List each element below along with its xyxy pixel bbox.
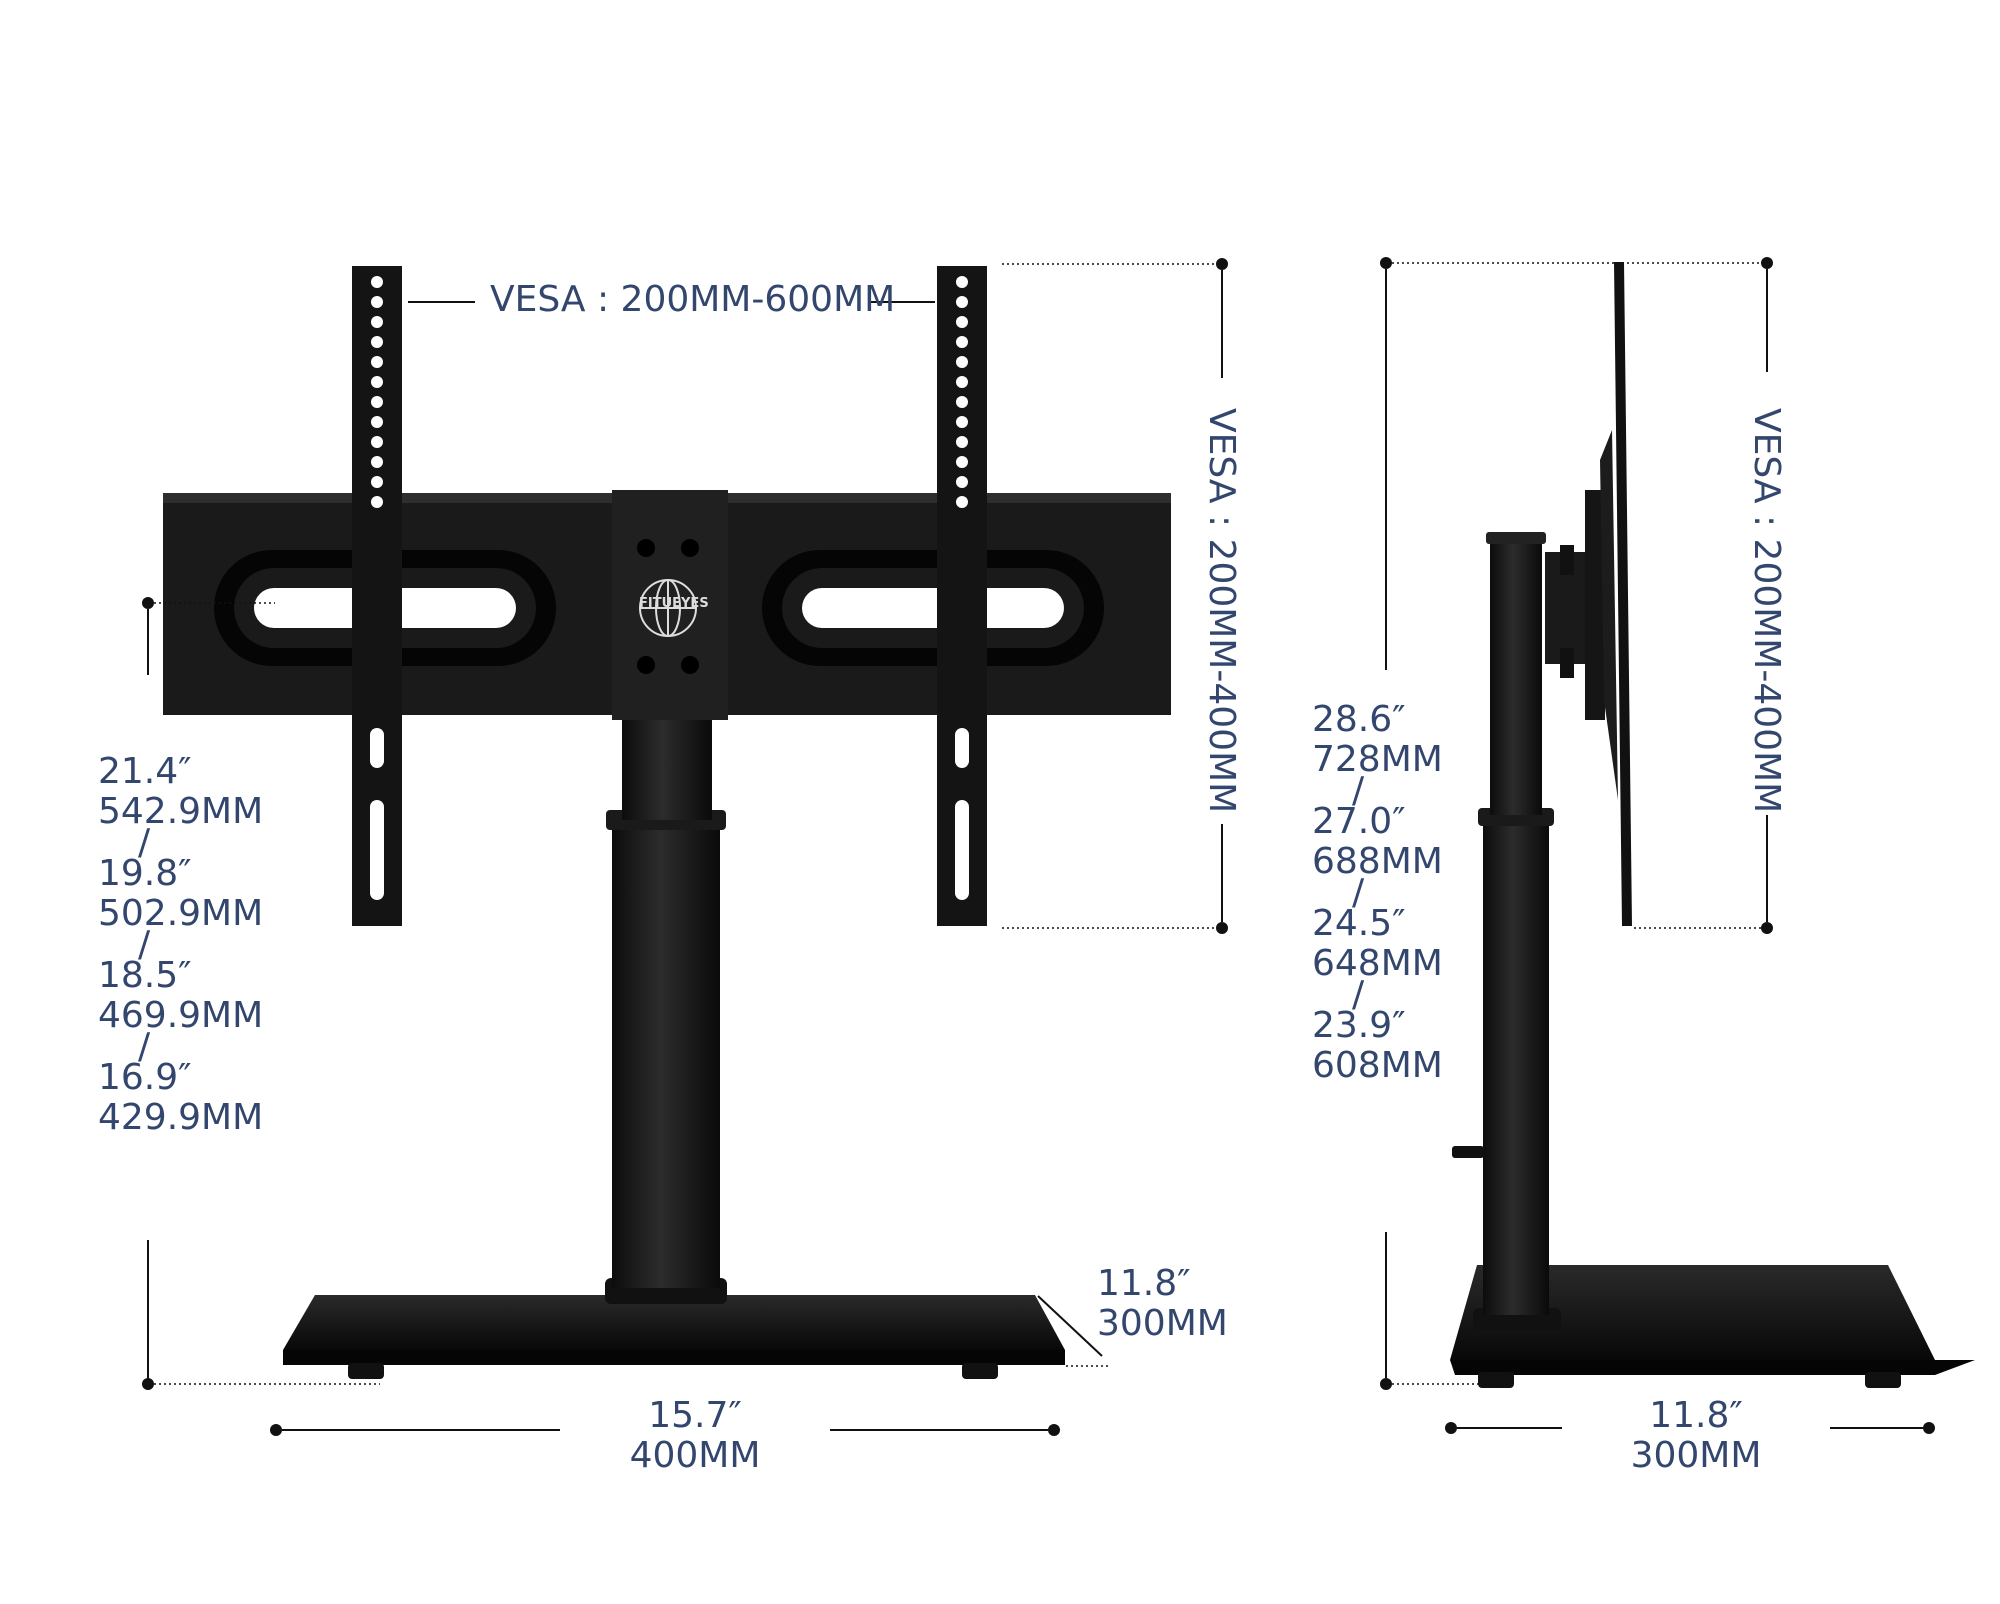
brand-logo: FITUEYES <box>639 596 709 611</box>
side-dimension-lines <box>1380 257 1935 1434</box>
front-height-value: 542.9MM <box>98 791 264 832</box>
mounting-hole <box>371 296 383 308</box>
mounting-hole <box>956 476 968 488</box>
mounting-hole <box>956 496 968 508</box>
front-dimension-lines <box>142 258 1228 1436</box>
front-glass-base <box>283 1295 1065 1379</box>
mounting-hole <box>956 296 968 308</box>
horizontal-mount-bracket <box>163 490 1171 720</box>
front-width-mm: 400MM <box>629 1435 761 1476</box>
side-height-separator: / <box>1352 770 1365 811</box>
mounting-hole <box>371 456 383 468</box>
side-mount-plate <box>1600 262 1632 926</box>
front-height-value: 21.4″ <box>98 751 192 792</box>
side-view-stand <box>1450 262 1975 1388</box>
front-height-value: 19.8″ <box>98 853 192 894</box>
front-height-separator: / <box>138 924 151 965</box>
mounting-hole <box>956 436 968 448</box>
front-view-stand <box>163 266 1171 1379</box>
front-height-value: 429.9MM <box>98 1097 264 1138</box>
mounting-hole <box>371 416 383 428</box>
mounting-hole <box>956 276 968 288</box>
side-height-value: 27.0″ <box>1312 801 1406 842</box>
side-height-separator: / <box>1352 872 1365 913</box>
front-width-inches: 15.7″ <box>648 1395 742 1436</box>
mounting-hole <box>371 396 383 408</box>
mounting-hole <box>371 276 383 288</box>
mounting-hole <box>956 316 968 328</box>
vesa-vertical-label-side: VESA : 200MM-400MM <box>1746 408 1787 814</box>
side-height-value: 648MM <box>1312 943 1443 984</box>
mounting-hole <box>371 336 383 348</box>
mounting-hole <box>956 356 968 368</box>
mounting-hole <box>371 376 383 388</box>
front-height-value: 18.5″ <box>98 955 192 996</box>
side-bracket <box>1545 490 1605 720</box>
base-depth-label: 11.8″ 300MM <box>1097 1264 1228 1344</box>
side-height-value: 28.6″ <box>1312 699 1406 740</box>
mounting-hole <box>956 376 968 388</box>
mounting-hole <box>371 476 383 488</box>
mounting-hole <box>371 496 383 508</box>
side-width-label: 11.8″ 300MM <box>1596 1396 1796 1476</box>
vertical-mount-arms <box>352 266 987 926</box>
side-height-list: 28.6″ 728MM / 27.0″ 688MM / 24.5″ 648MM … <box>1312 700 1443 1086</box>
side-height-value: 608MM <box>1312 1045 1443 1086</box>
vesa-vertical-label-front: VESA : 200MM-400MM <box>1201 408 1242 814</box>
mounting-hole <box>956 336 968 348</box>
side-width-mm: 300MM <box>1630 1435 1762 1476</box>
front-height-separator: / <box>138 822 151 863</box>
vesa-horizontal-label: VESA : 200MM-600MM <box>490 279 896 320</box>
front-height-value: 469.9MM <box>98 995 264 1036</box>
side-height-value: 688MM <box>1312 841 1443 882</box>
front-height-list: 21.4″ 542.9MM / 19.8″ 502.9MM / 18.5″ 46… <box>98 752 263 1138</box>
mounting-hole <box>371 436 383 448</box>
mounting-hole <box>371 316 383 328</box>
side-height-value: 24.5″ <box>1312 903 1406 944</box>
side-width-inches: 11.8″ <box>1649 1395 1743 1436</box>
base-depth-mm: 300MM <box>1097 1303 1228 1344</box>
side-column <box>1452 532 1561 1330</box>
mounting-hole <box>956 416 968 428</box>
side-glass-base <box>1450 1265 1975 1388</box>
base-depth-inches: 11.8″ <box>1097 1263 1191 1304</box>
front-height-separator: / <box>138 1026 151 1067</box>
front-height-value: 502.9MM <box>98 893 264 934</box>
mounting-hole <box>956 396 968 408</box>
front-column <box>605 720 727 1304</box>
front-width-label: 15.7″ 400MM <box>595 1396 795 1476</box>
mounting-hole <box>956 456 968 468</box>
front-height-value: 16.9″ <box>98 1057 192 1098</box>
side-height-separator: / <box>1352 974 1365 1015</box>
mounting-hole <box>371 356 383 368</box>
side-height-value: 23.9″ <box>1312 1005 1406 1046</box>
side-height-value: 728MM <box>1312 739 1443 780</box>
